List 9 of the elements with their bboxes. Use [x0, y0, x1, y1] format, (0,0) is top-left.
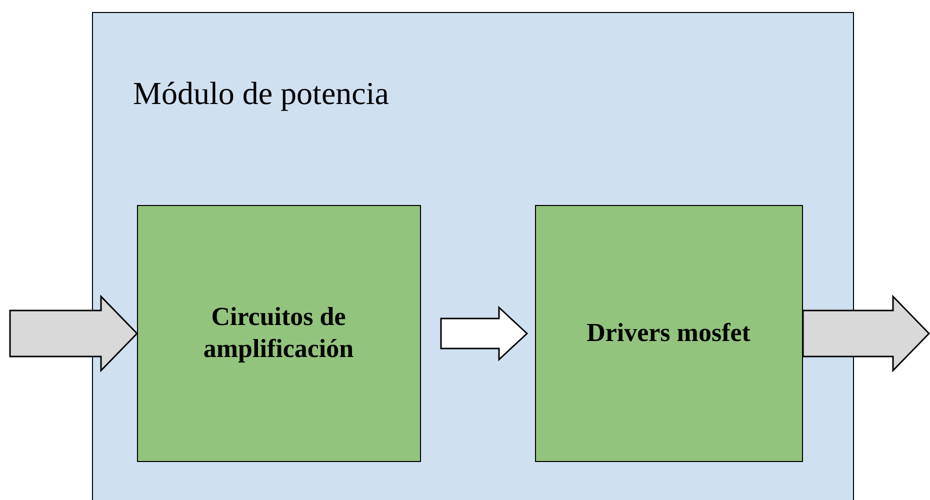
block-arrow [440, 306, 528, 362]
box-label: Circuitos de amplificación [202, 300, 355, 365]
block-arrow [802, 294, 930, 372]
box-label: Drivers mosfet [586, 316, 752, 349]
process-box [534, 204, 802, 462]
panel-title: Módulo de potencia [133, 75, 389, 112]
block-arrow [9, 294, 138, 372]
module-panel [92, 12, 854, 500]
process-box [136, 204, 420, 462]
